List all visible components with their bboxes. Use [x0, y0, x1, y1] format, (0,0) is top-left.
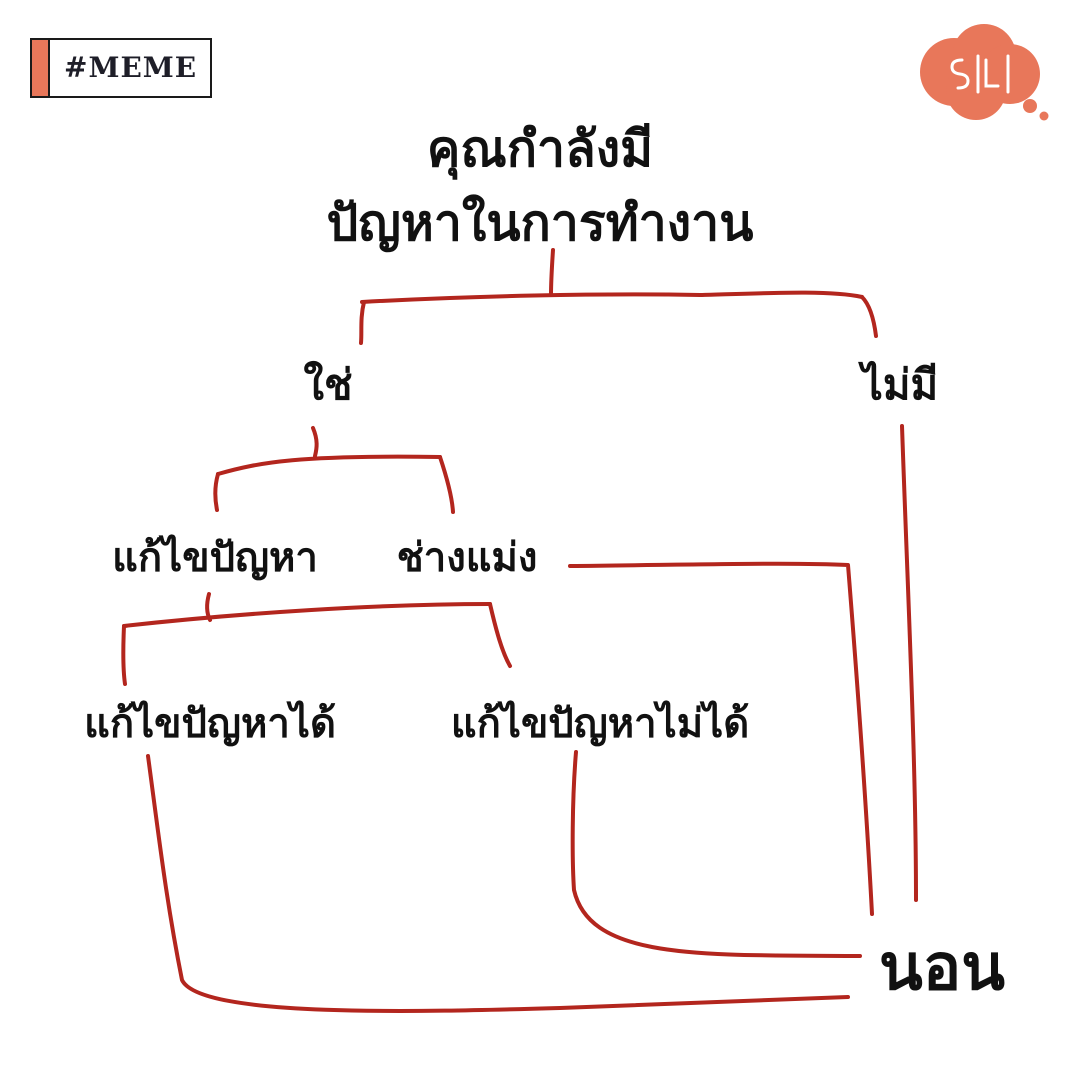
connector-solve-stem — [205, 592, 212, 622]
tag-label: #MEME — [64, 51, 198, 84]
connector-yes-stem — [311, 426, 319, 458]
ignore-problem-node: ช่างแม่ง — [396, 535, 538, 581]
brand-logo-icon — [920, 24, 1049, 121]
question-node: คุณกำลังมี ปัญหาในการทำงาน — [240, 112, 840, 260]
connector-can-to-sleep — [146, 754, 850, 1013]
cannot-solve-node: แก้ไขปัญหาไม่ได้ — [450, 701, 750, 747]
connector-no-to-sleep — [900, 424, 918, 902]
answer-no-node: ไม่มี — [861, 360, 939, 409]
tag-accent-bar — [32, 40, 50, 96]
connector-to-no — [860, 295, 878, 338]
meme-tag: #MEME — [30, 38, 212, 98]
answer-yes-node: ใช่ — [303, 360, 353, 409]
connector-cannot-to-sleep — [570, 750, 862, 958]
question-line-1: คุณกำลังมี — [426, 120, 654, 178]
solve-problem-node: แก้ไขปัญหา — [112, 535, 318, 581]
sleep-node: นอน — [879, 931, 1005, 1005]
connector-to-yes — [359, 300, 366, 345]
connector-to-can — [121, 624, 127, 686]
can-solve-node: แก้ไขปัญหาได้ — [84, 701, 336, 747]
connector-to-cannot — [488, 602, 512, 668]
connector-solve-bar — [122, 602, 492, 628]
connector-to-solve — [213, 472, 220, 512]
connector-root-bar — [360, 290, 864, 304]
connector-to-whatever — [438, 455, 455, 514]
question-line-2: ปัญหาในการทำงาน — [326, 194, 754, 252]
connector-yes-bar — [216, 454, 442, 476]
